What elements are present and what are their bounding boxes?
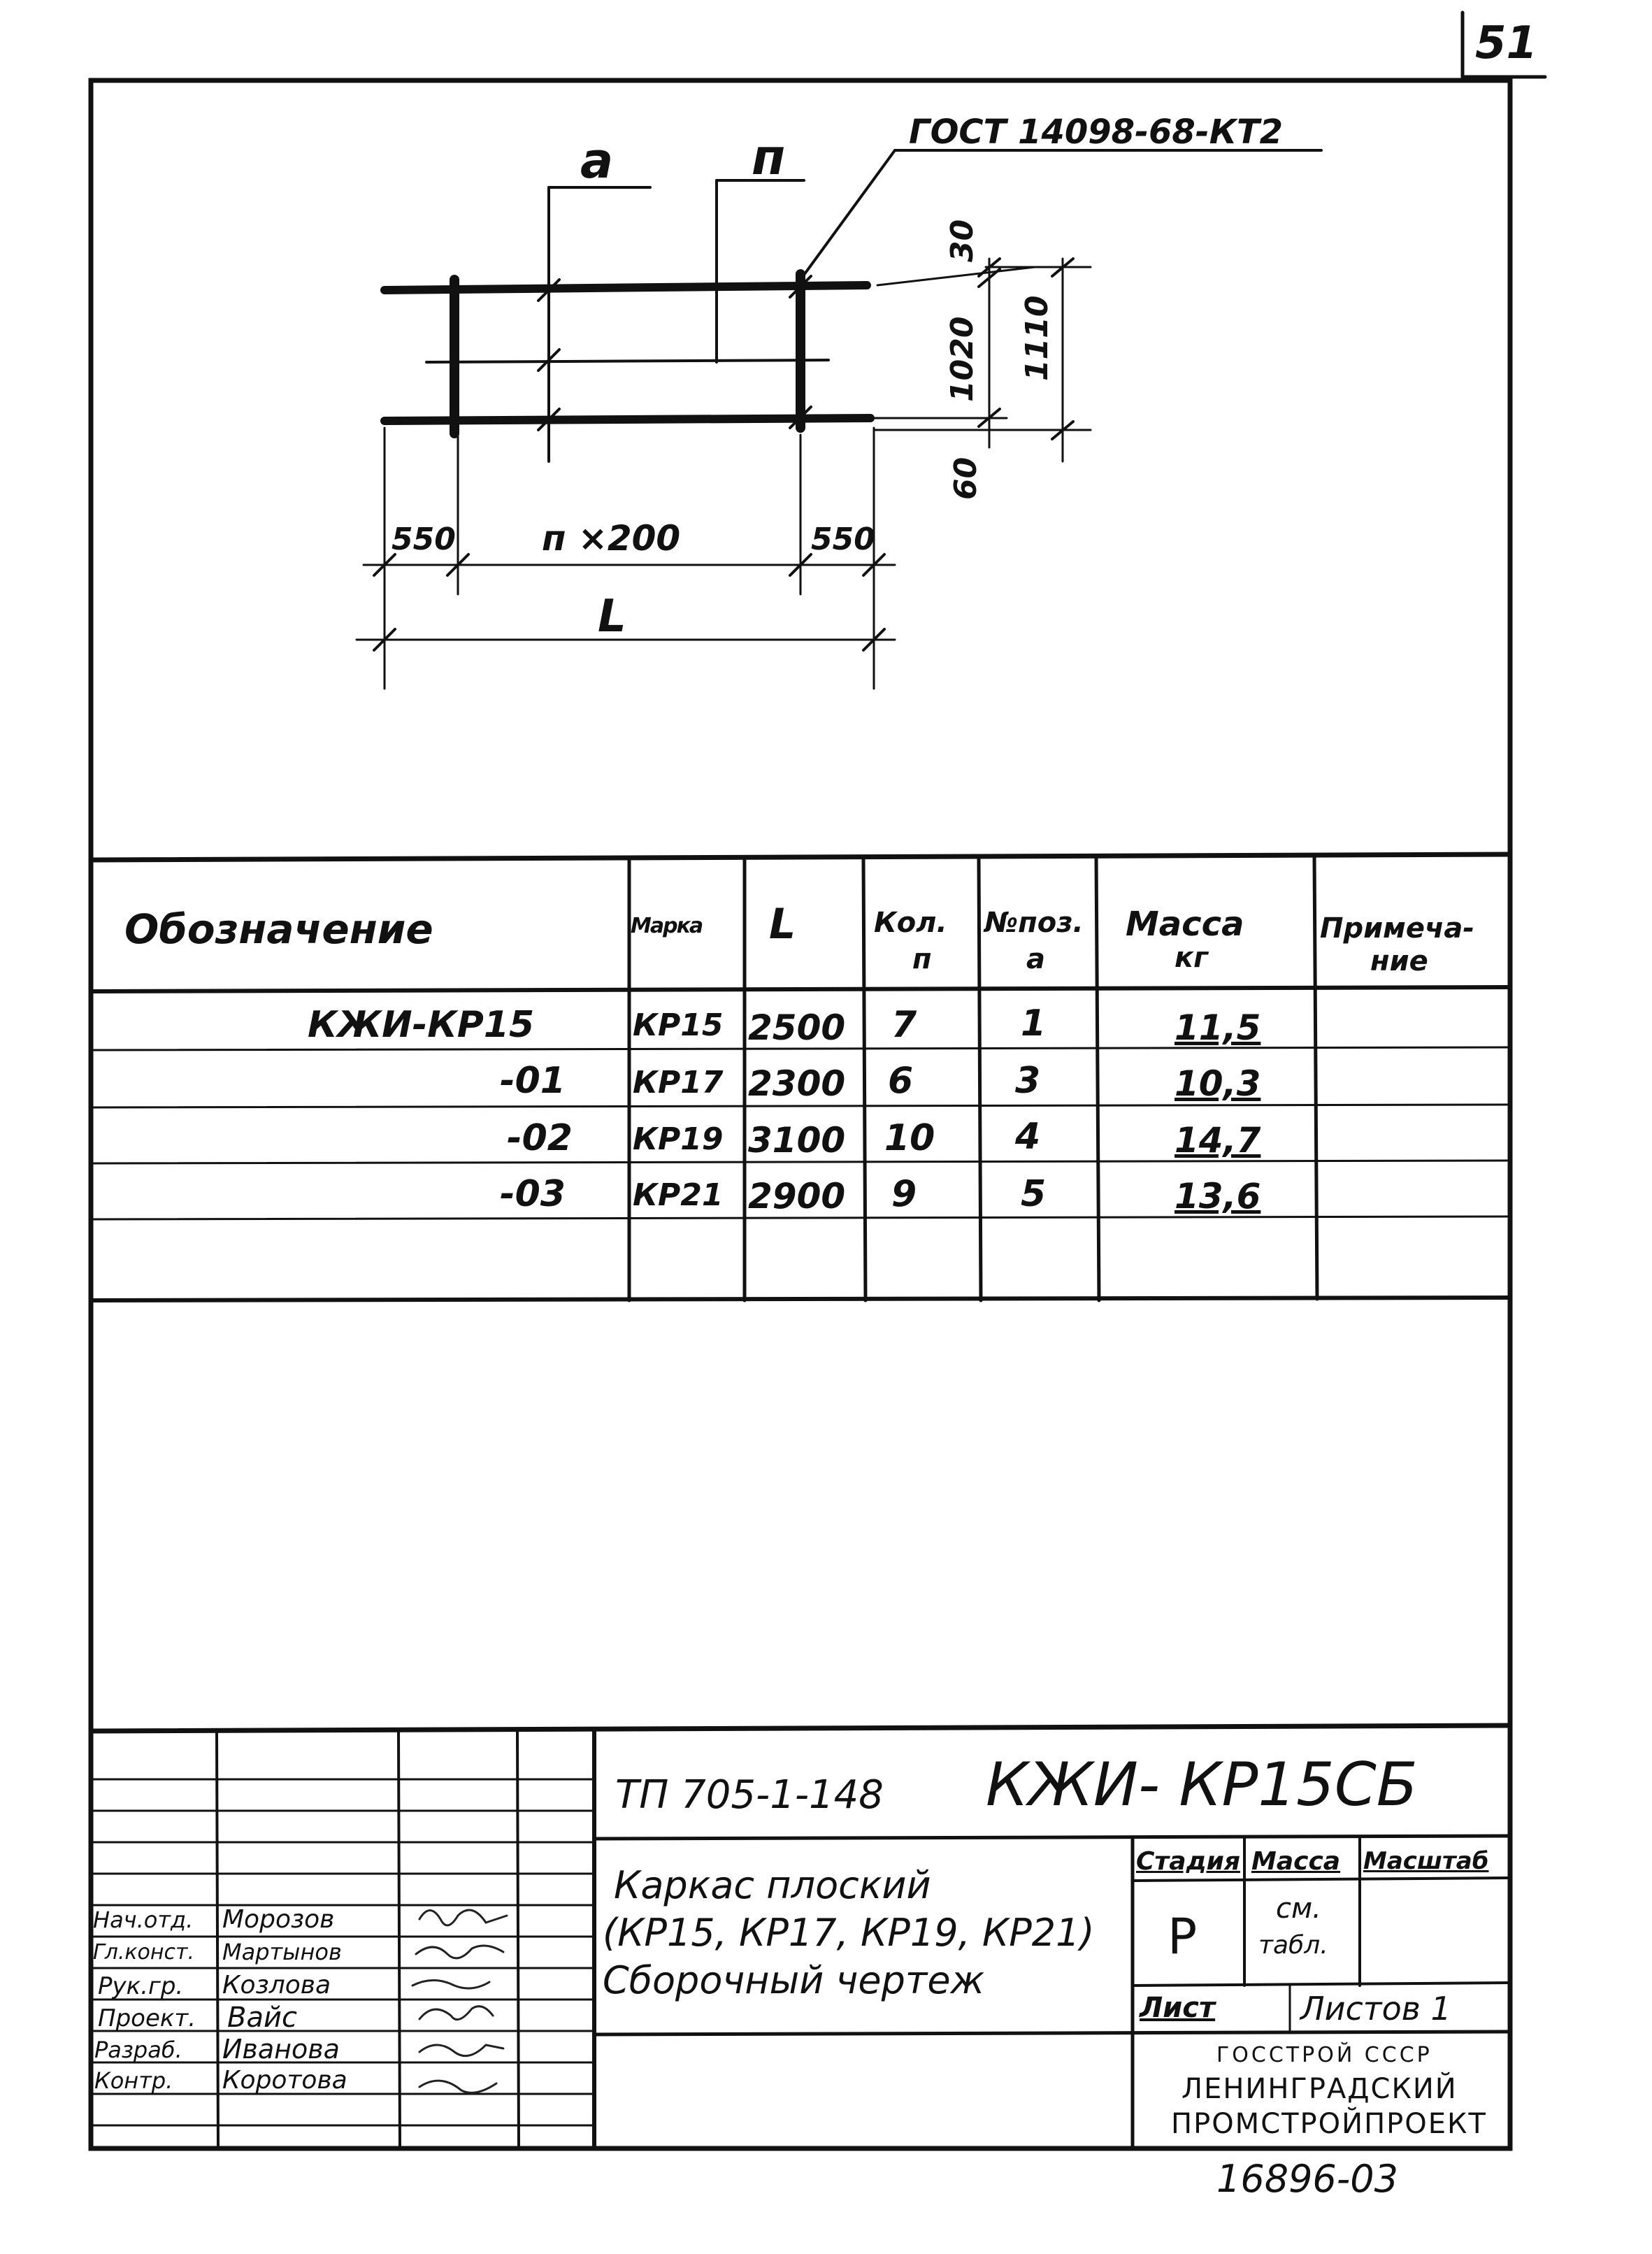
drawing-name-line1: Каркас плоский	[614, 1863, 931, 1907]
mass-value-line1: см.	[1276, 1893, 1321, 1925]
sheets-count: Листов 1	[1300, 1990, 1451, 2027]
row-mark: КР15	[633, 1007, 724, 1043]
stage-header: Стадия	[1136, 1847, 1240, 1876]
mass-header: Масса	[1251, 1847, 1341, 1876]
header-mass-sub: кг	[1175, 942, 1209, 974]
org-line1: ГОССТРОЙ СССР	[1216, 2043, 1432, 2067]
mass-value-line2: табл.	[1258, 1931, 1328, 1960]
scale-header: Масштаб	[1363, 1847, 1489, 1875]
row-mark: КР17	[633, 1065, 724, 1100]
header-designation: Обозначение	[124, 905, 433, 953]
signature-role: Разраб.	[94, 2037, 182, 2063]
signature-role: Рук.гр.	[98, 1972, 184, 2000]
label-count-n: п	[752, 129, 786, 186]
row-mass: 11,5	[1175, 1007, 1261, 1048]
row-designation: -03	[500, 1173, 566, 1215]
dim-30: 30	[944, 219, 980, 262]
inventory-number: 16896-03	[1216, 2157, 1398, 2201]
org-line3: ПРОМСТРОЙПРОЕКТ	[1171, 2108, 1487, 2140]
row-mark: КР21	[633, 1177, 724, 1213]
signature-marks	[411, 1909, 508, 2094]
row-mass: 14,7	[1175, 1120, 1261, 1161]
dim-1110: 1110	[1019, 295, 1055, 381]
row-mass: 13,6	[1175, 1176, 1261, 1216]
header-note: Примеча-	[1320, 912, 1475, 945]
signature-role: Контр.	[94, 2067, 173, 2094]
row-mark: КР19	[633, 1121, 724, 1157]
row-L: 2900	[748, 1176, 846, 1216]
dim-550-left: 550	[392, 522, 456, 557]
dim-n-times-200: п ×200	[542, 518, 681, 559]
signature-name: Вайс	[227, 2002, 297, 2034]
row-L: 2500	[748, 1007, 846, 1048]
row-n: 6	[888, 1060, 914, 1102]
row-pos: 5	[1021, 1173, 1047, 1215]
dim-1020: 1020	[944, 316, 980, 402]
dim-L: L	[598, 591, 626, 643]
header-qty-sub: п	[912, 943, 932, 975]
row-pos: 1	[1021, 1003, 1047, 1045]
stage-value: Р	[1168, 1908, 1198, 1965]
label-position-a: a	[580, 132, 614, 189]
header-mass: Масса	[1126, 905, 1244, 944]
signature-name: Мартынов	[222, 1939, 342, 1965]
sheet-label: Лист	[1140, 1992, 1216, 2024]
signature-role: Проект.	[98, 2004, 196, 2032]
header-pos: №поз.	[984, 907, 1084, 939]
signature-role: Нач.отд.	[93, 1907, 194, 1933]
row-mass: 10,3	[1175, 1063, 1261, 1104]
sheet-number: 51	[1475, 17, 1538, 69]
row-designation: -02	[507, 1117, 573, 1159]
row-pos: 3	[1015, 1060, 1041, 1102]
org-line2: ЛЕНИНГРАДСКИЙ	[1181, 2073, 1458, 2105]
drawing-name-line3: Сборочный чертеж	[603, 1958, 985, 2002]
dim-60: 60	[948, 457, 984, 500]
row-L: 2300	[748, 1063, 846, 1104]
signature-role: Гл.конст.	[93, 1940, 195, 1965]
drawing-name-line2: (КР15, КР17, КР19, КР21)	[603, 1911, 1095, 1955]
signature-name: Козлова	[222, 1971, 331, 2000]
row-n: 7	[891, 1004, 917, 1046]
header-qty: Кол.	[874, 907, 947, 939]
header-mark: Марка	[631, 914, 703, 938]
header-note-sub: ние	[1370, 945, 1428, 977]
signature-name: Коротова	[222, 2066, 347, 2095]
row-designation: КЖИ-КР15	[308, 1004, 535, 1046]
row-n: 9	[891, 1173, 917, 1215]
dim-550-right: 550	[811, 522, 875, 557]
row-L: 3100	[748, 1120, 846, 1161]
document-code: КЖИ- КР15СБ	[986, 1750, 1418, 1820]
row-n: 10	[884, 1117, 935, 1159]
header-pos-sub: а	[1026, 943, 1045, 975]
gost-reference: ГОСТ 14098-68-КТ2	[909, 113, 1284, 152]
header-L: L	[769, 900, 796, 949]
row-designation: -01	[500, 1060, 566, 1102]
signature-name: Морозов	[222, 1905, 335, 1934]
row-pos: 4	[1015, 1116, 1041, 1158]
signature-name: Иванова	[222, 2034, 340, 2065]
project-number: ТП 705-1-148	[615, 1772, 884, 1818]
